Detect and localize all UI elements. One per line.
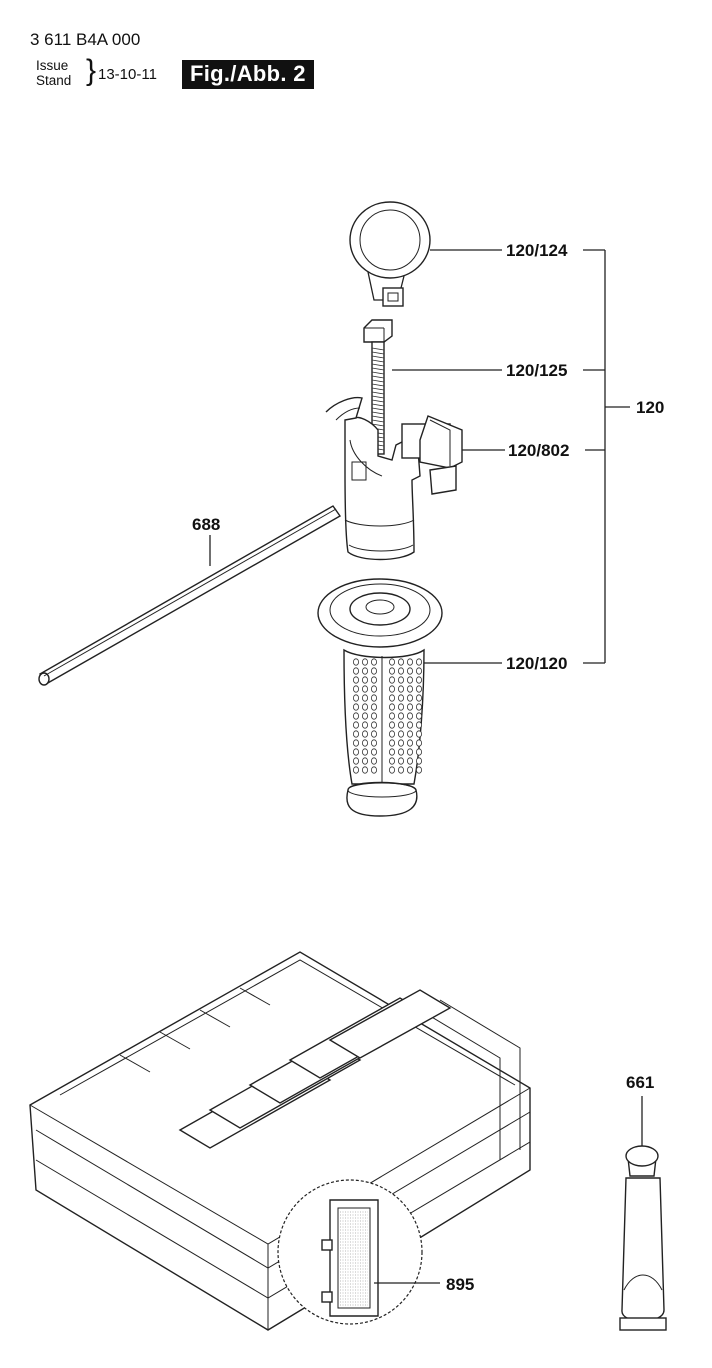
callout-120-125: 120/125 xyxy=(506,361,567,380)
handle-grip-dots xyxy=(352,658,422,774)
callout-120-124: 120/124 xyxy=(506,241,568,260)
detail-hatch xyxy=(340,1211,368,1306)
auxiliary-handle-part xyxy=(317,578,443,817)
stand-label: Stand xyxy=(36,73,72,88)
callout-120-802: 120/802 xyxy=(508,441,569,460)
issue-stand-label: Issue Stand xyxy=(36,58,71,88)
issue-label: Issue xyxy=(36,58,69,73)
part-number: 3 611 B4A 000 xyxy=(30,30,141,49)
grease-tube-part xyxy=(619,1145,667,1331)
detail-magnifier-circle xyxy=(277,1179,423,1325)
clamp-strap-part xyxy=(349,201,431,307)
depth-stop-rod-part xyxy=(38,505,342,686)
leader-lines xyxy=(209,249,643,1284)
callout-688: 688 xyxy=(192,515,220,534)
callout-120: 120 xyxy=(636,398,664,417)
brace-glyph: } xyxy=(86,54,97,87)
handle-housing-part xyxy=(325,396,463,561)
callout-895: 895 xyxy=(446,1275,474,1294)
callout-120-120: 120/120 xyxy=(506,654,567,673)
issue-date: 13-10-11 xyxy=(98,66,157,83)
callout-661: 661 xyxy=(626,1073,654,1092)
figure-label: Fig./Abb. 2 xyxy=(182,60,314,89)
carrying-case-part xyxy=(29,951,531,1331)
